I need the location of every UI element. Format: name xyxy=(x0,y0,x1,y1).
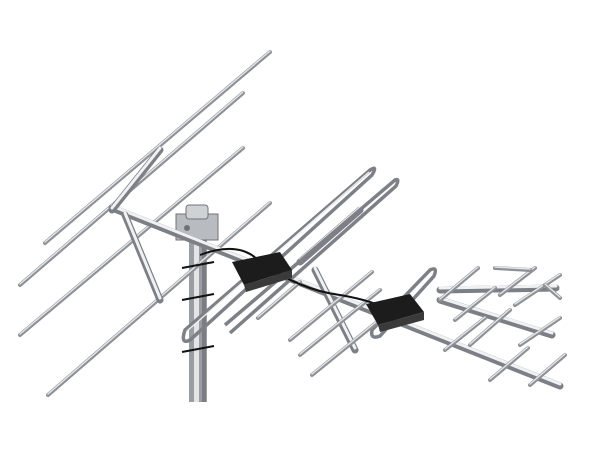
rod-element xyxy=(498,266,537,297)
rod-element xyxy=(544,283,561,298)
support-struts xyxy=(108,146,364,354)
rod-element xyxy=(518,316,562,347)
balun-box-2 xyxy=(366,294,424,332)
rod-element xyxy=(468,308,512,347)
rod-element xyxy=(257,280,301,318)
rod-element xyxy=(256,280,302,320)
rod-element xyxy=(454,286,496,320)
rod-element xyxy=(439,266,479,300)
mast-cable-wrap xyxy=(181,261,215,353)
rod-element xyxy=(18,146,245,337)
coax-cable xyxy=(199,247,391,311)
rod-element xyxy=(444,316,486,350)
rod-element xyxy=(514,273,561,305)
rod-element xyxy=(289,270,373,340)
rod-element xyxy=(519,316,561,345)
rod-element xyxy=(494,266,531,270)
rod-element xyxy=(453,286,497,322)
rod-element xyxy=(488,346,530,382)
rod-element xyxy=(443,316,487,352)
boom xyxy=(108,204,564,390)
rod-element xyxy=(529,353,566,385)
rod-element xyxy=(489,346,529,380)
rod-element xyxy=(438,266,480,302)
rod-element xyxy=(513,273,562,307)
balun-box-1 xyxy=(232,252,292,292)
rod-element xyxy=(493,266,532,272)
rod-element xyxy=(543,283,562,300)
rod-element xyxy=(469,308,511,345)
folded-dipoles xyxy=(181,166,438,343)
rod-element xyxy=(299,288,381,355)
rod-element xyxy=(288,270,374,342)
rod-element xyxy=(19,146,244,335)
rod-element xyxy=(528,353,567,387)
rod-element xyxy=(44,50,271,243)
rod-element xyxy=(43,50,272,245)
